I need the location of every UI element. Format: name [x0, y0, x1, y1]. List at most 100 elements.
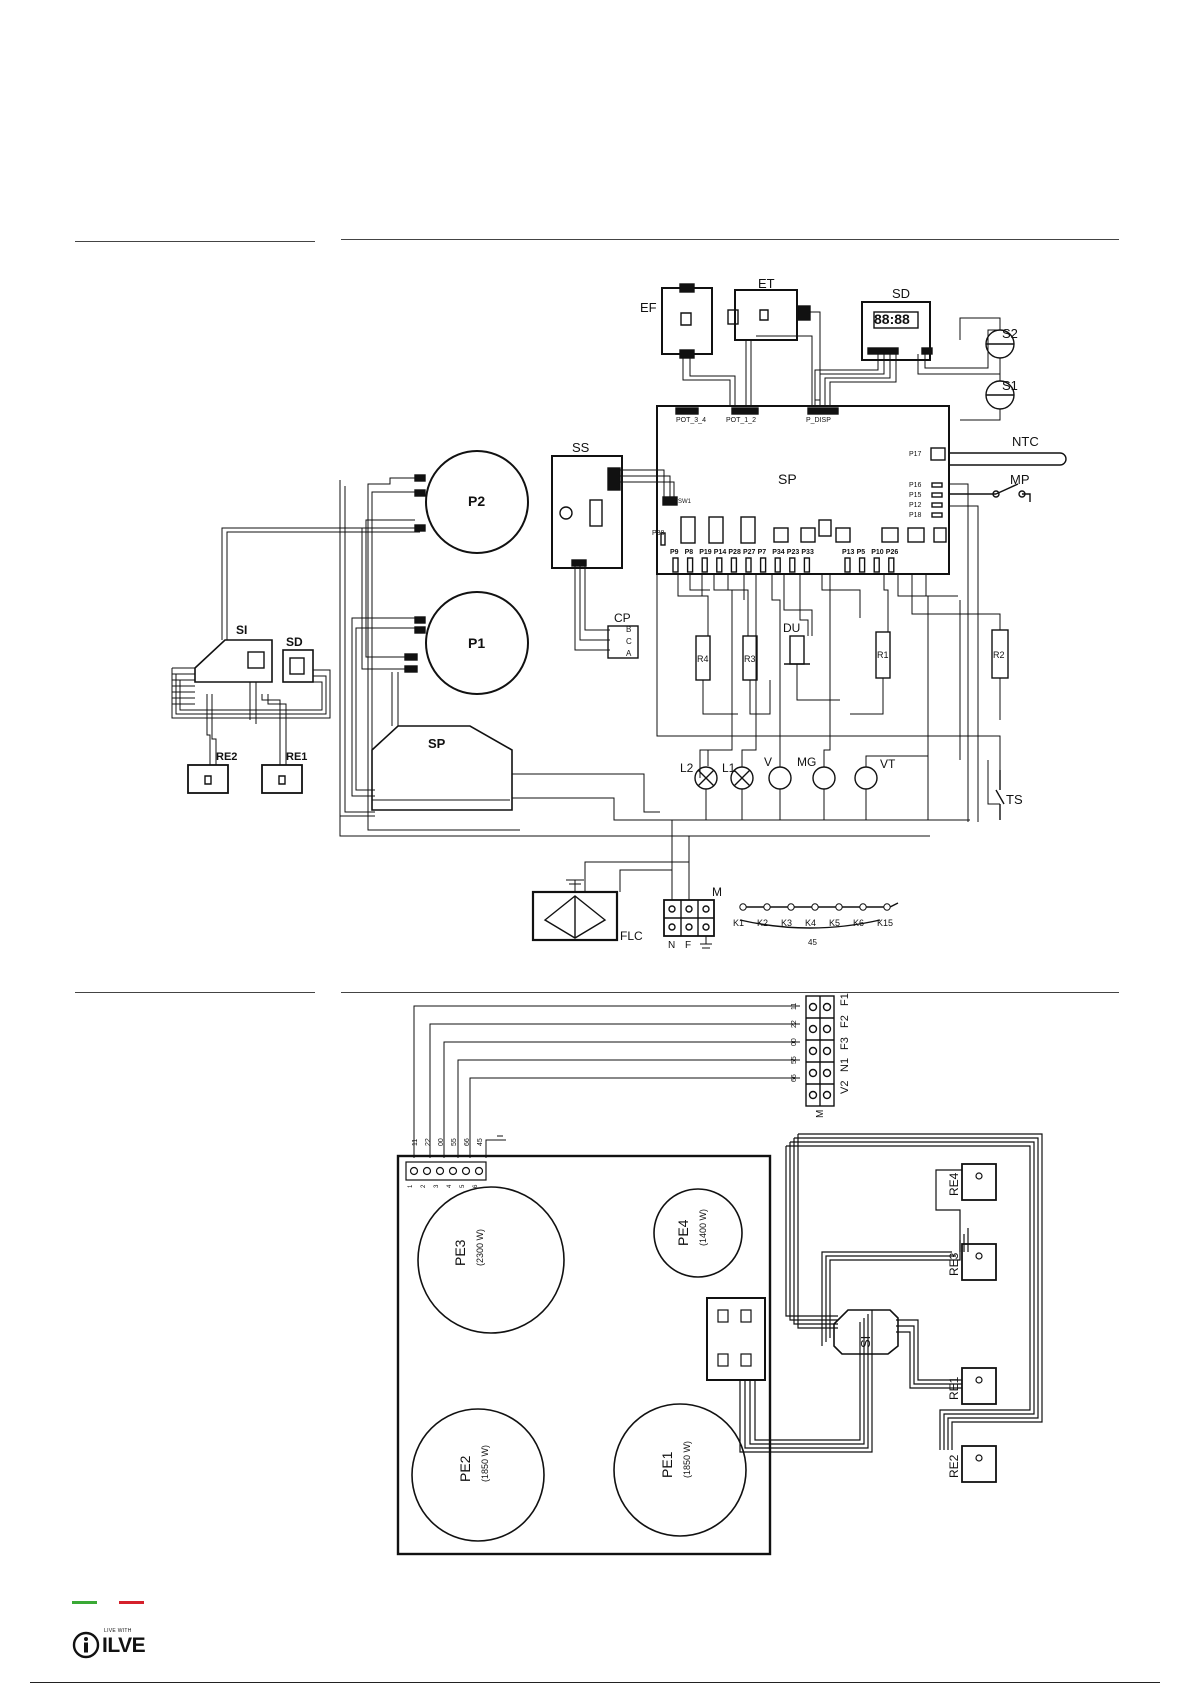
- terminal-wire-11: 11: [791, 1003, 798, 1010]
- hob-terminal-number: 6: [473, 1184, 479, 1188]
- hob-terminal-screw: [448, 1166, 458, 1176]
- terminal-wire-00: 00: [791, 1038, 798, 1046]
- component-label-m: M: [712, 885, 722, 899]
- bottom-pin-terminal: [686, 557, 694, 573]
- key-contact: [835, 903, 843, 911]
- zone-pe2: [411, 1408, 545, 1542]
- ntc-probe: [950, 452, 1067, 466]
- terminal-wire-66: 66: [791, 1074, 798, 1082]
- wiring-diagram-hob: F1F2F3N1V21122005566M111222003554665456P…: [396, 993, 1043, 1556]
- keys-wire-label: 45: [808, 938, 817, 947]
- component-label-vt: VT: [880, 757, 896, 771]
- bottom-pin-p10: P10: [871, 549, 884, 556]
- bottom-pin-p8: P8: [685, 549, 694, 556]
- board-sp: [656, 405, 950, 575]
- component-label-re1: RE1: [286, 751, 307, 763]
- component-label-sp-power: SP: [428, 736, 446, 751]
- terminal-wire-22: 22: [791, 1020, 798, 1028]
- bottom-pin-p13: P13: [842, 549, 855, 556]
- terminal-label-f2: F2: [839, 1015, 851, 1028]
- switch-label-si: SI: [858, 1336, 873, 1348]
- component-label-si: SI: [236, 623, 247, 637]
- component-du: [789, 635, 805, 665]
- hob-display-module: [706, 1297, 766, 1381]
- bottom-pin-terminal: [701, 557, 708, 573]
- component-label-l1: L1: [722, 761, 736, 775]
- logo-brand: ILVE: [102, 1634, 146, 1657]
- bottom-pin-p14: P14: [714, 549, 727, 556]
- terminal-block-m-label: M: [815, 1110, 826, 1118]
- component-label-ntc: NTC: [1012, 434, 1039, 449]
- hob-terminal-wire-22: 22: [425, 1138, 432, 1146]
- component-label-cp: CP: [614, 611, 631, 625]
- component-label-du: DU: [783, 621, 800, 635]
- cp-pin-a: A: [626, 649, 632, 658]
- key-contact: [811, 903, 819, 911]
- connector-sw1: SW1: [678, 499, 692, 505]
- bottom-pin-terminal: [745, 557, 752, 573]
- bottom-pin-terminal: [873, 557, 880, 573]
- zone-pe4: [653, 1188, 743, 1278]
- connector-p12: P12: [909, 502, 922, 509]
- component-label-sd: SD: [892, 286, 910, 301]
- connector-p15: P15: [909, 492, 922, 499]
- zone-label-pe2: PE2: [457, 1455, 473, 1482]
- connector-pot-3-4: POT_3_4: [676, 417, 706, 424]
- hob-frame: [396, 1154, 772, 1556]
- regulator-label-re3: RE3: [947, 1252, 961, 1276]
- component-label-s1: S1: [1002, 378, 1018, 393]
- bottom-pin-p28: P28: [728, 549, 741, 556]
- flag-green: [72, 1601, 97, 1604]
- component-sd-small: [282, 649, 314, 683]
- component-et: [734, 289, 798, 341]
- bottom-pin-p34: P34: [772, 549, 785, 556]
- pump-p2: [425, 450, 529, 554]
- hob-terminal-screw: [409, 1166, 419, 1176]
- switch-si: [833, 1309, 899, 1355]
- pump-p1: [425, 591, 529, 695]
- wiring-diagram-main: EFETSDS2S1NTCMPSSCPP2P1SISDRE2RE1SPDUR4R…: [171, 276, 1067, 951]
- regulator-re2: [187, 764, 229, 794]
- flag-red: [119, 1601, 144, 1604]
- terminal-label-n1: N1: [839, 1058, 851, 1072]
- section-rule-left-top: [75, 241, 315, 242]
- switch-ts: [995, 770, 1005, 820]
- hob-terminal-number: 1: [408, 1184, 414, 1188]
- bottom-pin-terminal: [759, 557, 767, 573]
- zone-power-pe4: (1400 W): [698, 1209, 708, 1246]
- hob-terminal-wire-00: 00: [438, 1138, 445, 1146]
- key-k1: K1: [733, 918, 744, 928]
- component-label-sd-small: SD: [286, 635, 303, 649]
- component-label-et: ET: [758, 276, 775, 291]
- component-ss: [551, 455, 623, 569]
- hob-terminal-strip: [405, 1161, 487, 1181]
- component-label-ss: SS: [572, 440, 590, 455]
- component-label-p1: P1: [468, 635, 485, 651]
- key-contact: [763, 903, 771, 911]
- connector-p16: P16: [909, 482, 922, 489]
- component-cp: [607, 625, 639, 659]
- component-label-mp: MP: [1010, 472, 1030, 487]
- connector-p18: P18: [909, 512, 922, 519]
- terminal-label-f3: F3: [839, 1037, 851, 1050]
- terminal-wire-55: 55: [791, 1056, 798, 1064]
- hob-terminal-screw: [461, 1166, 471, 1176]
- logo-tagline: LIVE WITH: [104, 1628, 132, 1634]
- component-si: [194, 639, 273, 683]
- motor-mg: [812, 766, 836, 790]
- regulator-label-re1: RE1: [947, 1376, 961, 1400]
- hob-terminal-screw: [474, 1166, 484, 1176]
- bottom-pin-p23: P23: [787, 549, 800, 556]
- terminal-f-label: F: [685, 940, 691, 951]
- zone-label-pe1: PE1: [659, 1451, 675, 1478]
- component-label-r3: R3: [744, 654, 756, 664]
- bottom-pin-terminal: [888, 557, 895, 573]
- key-contact: [859, 903, 867, 911]
- component-label-s2: S2: [1002, 326, 1018, 341]
- bottom-pin-p19: P19: [699, 549, 712, 556]
- ilve-logo-icon: [72, 1631, 100, 1659]
- terminal-label-f1: F1: [839, 993, 851, 1006]
- hob-terminal-number: 3: [434, 1184, 440, 1188]
- board-label-sp: SP: [778, 471, 797, 487]
- zone-power-pe2: (1850 W): [480, 1445, 490, 1482]
